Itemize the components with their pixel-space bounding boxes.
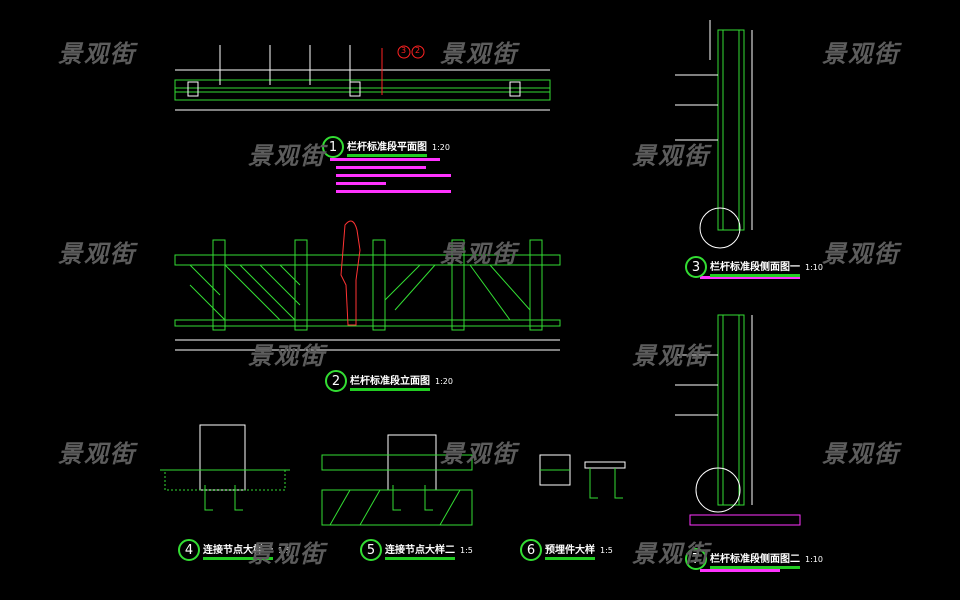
plan-notes	[330, 158, 451, 193]
watermark-text: 景观街	[440, 440, 518, 468]
watermark-text: 景观街	[58, 40, 136, 68]
side-view-2-note	[700, 569, 780, 572]
side-view-2	[675, 314, 801, 526]
side-view-1-note	[700, 276, 800, 279]
detail-1	[160, 424, 290, 511]
watermark-text: 景观街	[822, 240, 900, 268]
section-marker-label: 3	[401, 46, 407, 55]
watermark-text: 景观街	[440, 240, 518, 268]
watermark-text: 景观街	[632, 540, 710, 568]
section-marker-label: 2	[415, 46, 421, 55]
side-view-1	[675, 20, 753, 249]
watermark-text: 景观街	[632, 342, 710, 370]
watermark-text: 景观街	[248, 142, 326, 170]
detail-2	[321, 434, 473, 526]
watermark-text: 景观街	[632, 142, 710, 170]
watermark-text: 景观街	[58, 440, 136, 468]
elevation-view	[174, 220, 561, 351]
watermark-text: 景观街	[248, 540, 326, 568]
watermark-text: 景观街	[248, 342, 326, 370]
detail-3	[539, 454, 626, 499]
watermark-text: 景观街	[822, 40, 900, 68]
watermark-text: 景观街	[822, 440, 900, 468]
section-markers	[397, 45, 425, 59]
watermark-text: 景观街	[58, 240, 136, 268]
plan-view	[174, 45, 551, 111]
watermark-text: 景观街	[440, 40, 518, 68]
